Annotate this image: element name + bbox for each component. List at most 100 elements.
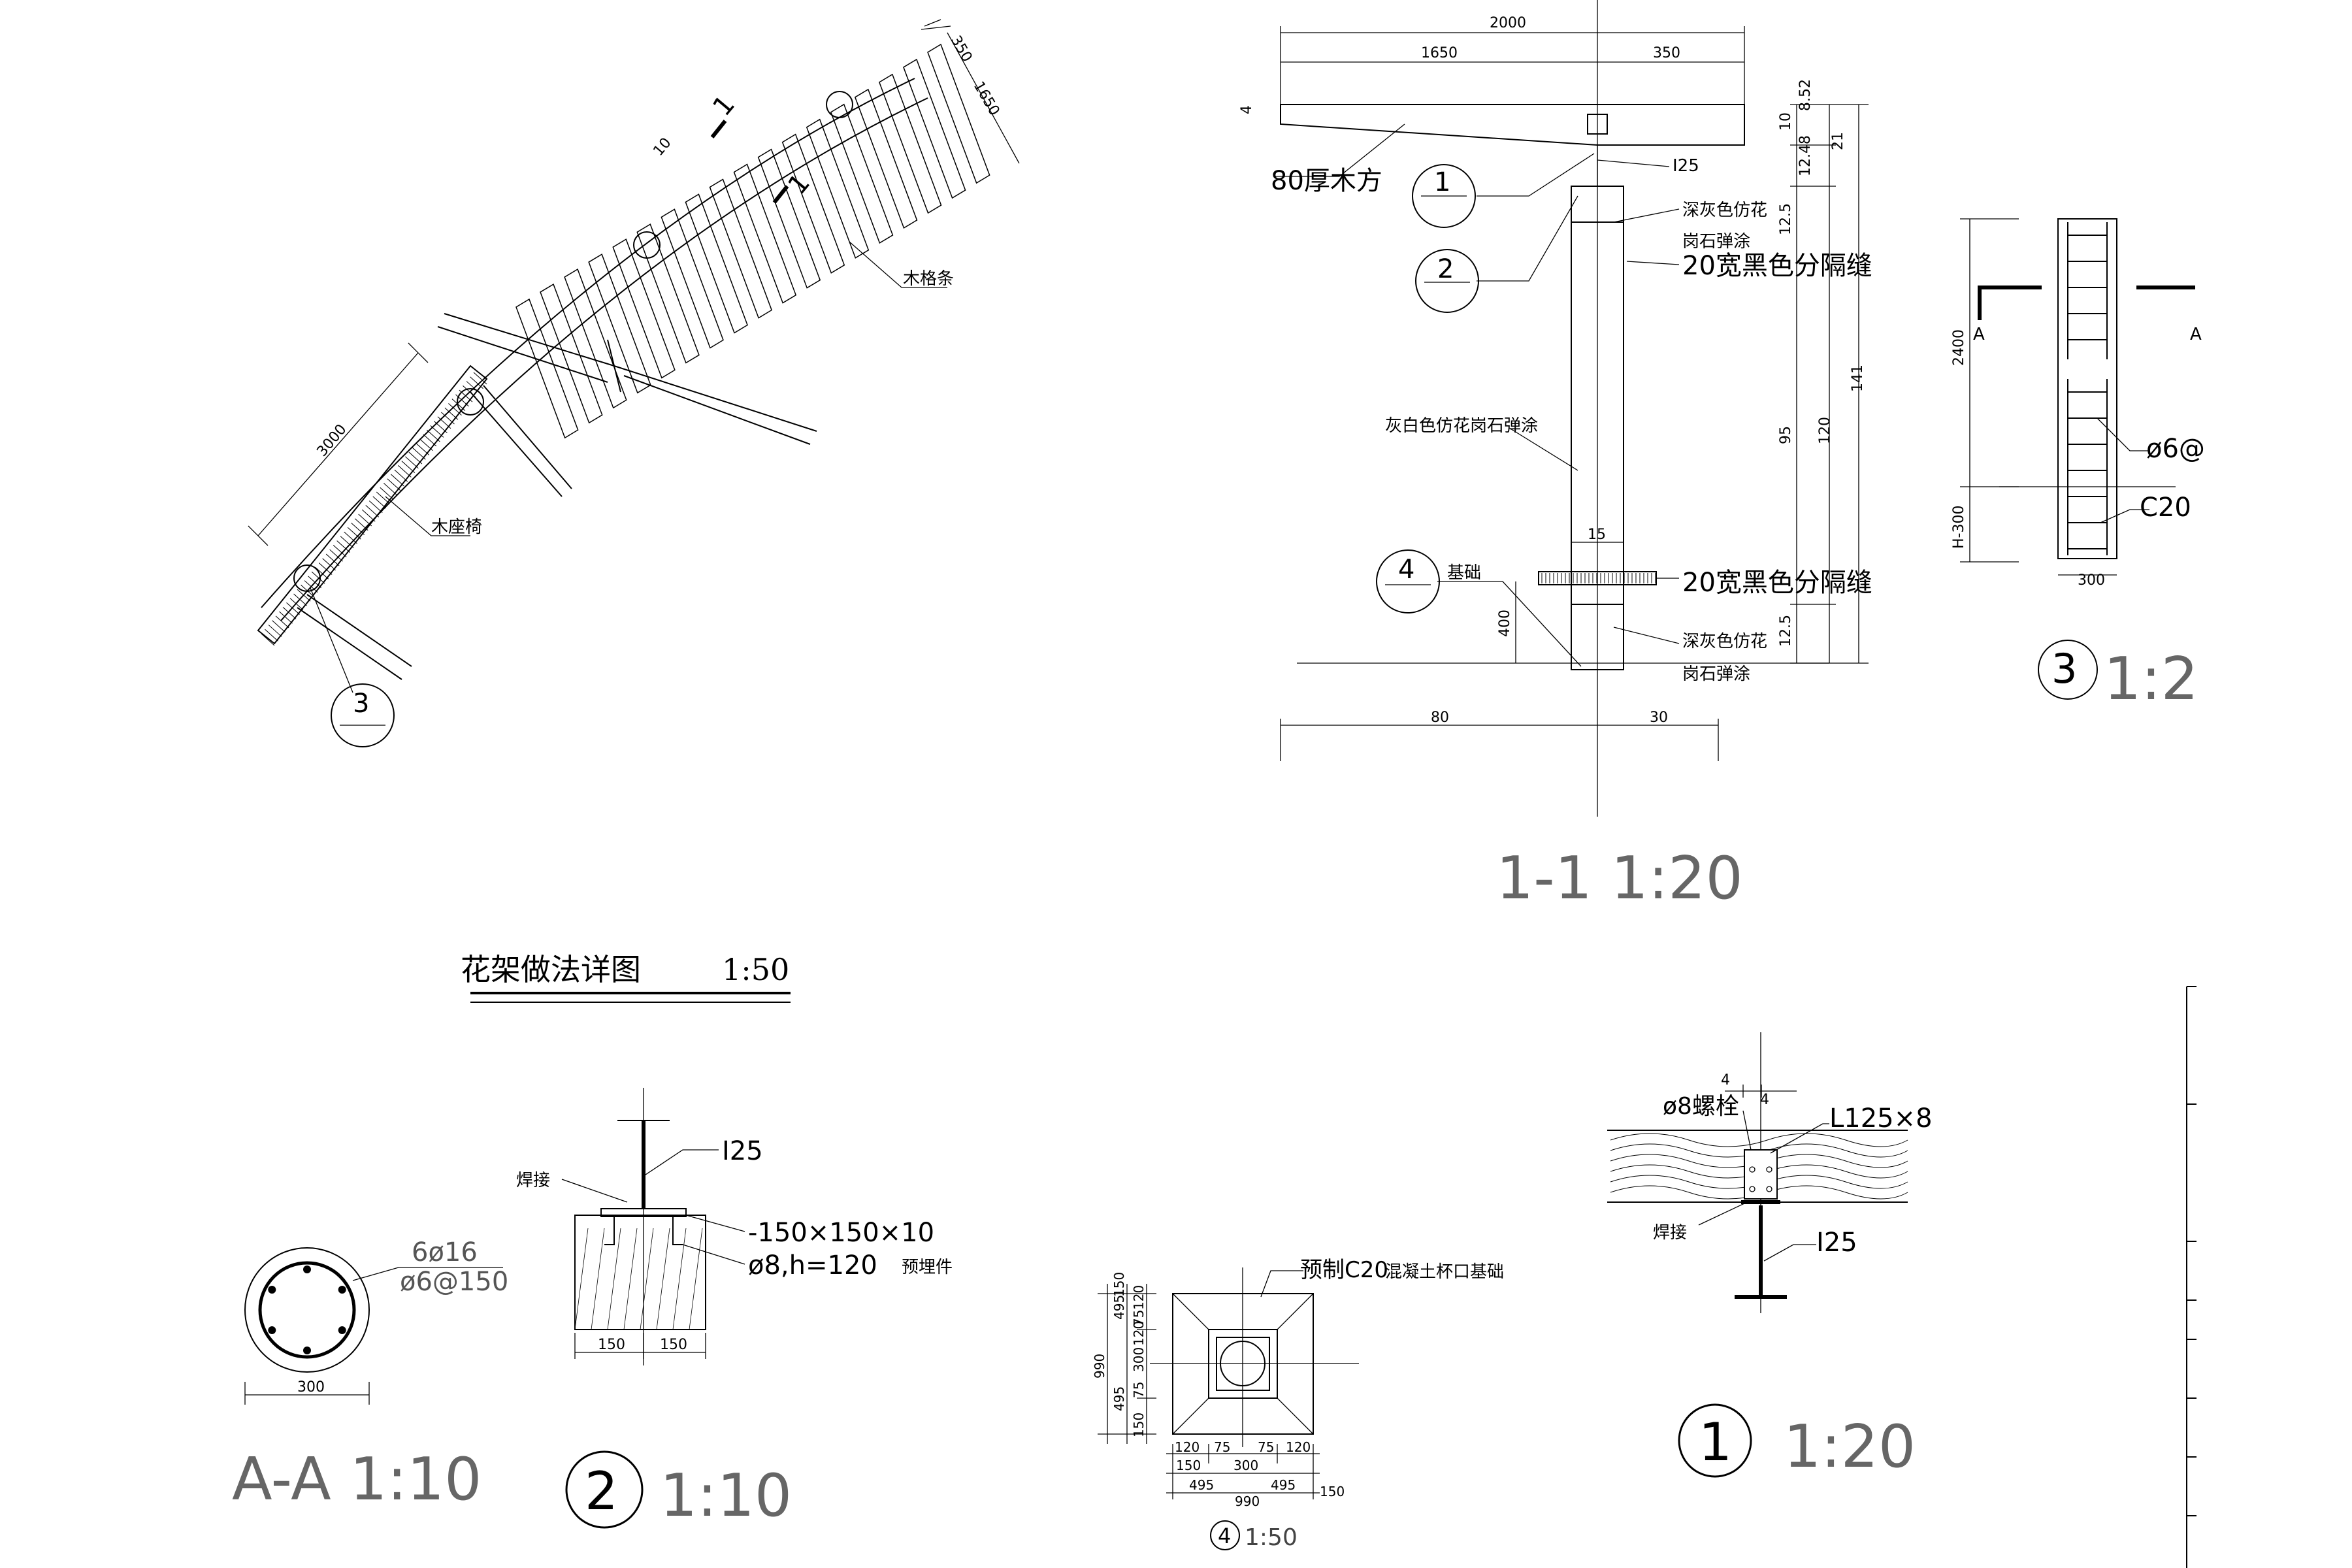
right-dim-value: 12.5: [1778, 615, 1794, 647]
plan-column-3: [633, 231, 661, 259]
plan-beam-arc-outer: [261, 78, 915, 608]
dim-1650: 1650: [1421, 45, 1458, 61]
bench-hatch-line: [333, 545, 347, 557]
detail-4-bottom-dim: 120: [1175, 1439, 1200, 1455]
detail-4-centerlines: [1150, 1267, 1359, 1447]
detail-4-label-cup: 预制C20: [1300, 1257, 1388, 1283]
detail-3-dim-h300: H-300: [1951, 506, 1967, 549]
dark-granite-2-leader: [1613, 627, 1680, 644]
bench-hatch-line: [394, 469, 408, 482]
detail-2-scale: 1:10: [660, 1462, 792, 1530]
concrete-hatch-line: [607, 1228, 621, 1330]
dim-400: 400: [1497, 610, 1513, 637]
main-title: 花架做法详图: [461, 952, 641, 987]
label-joint-2: 20宽黑色分隔缝: [1682, 568, 1872, 598]
callout-1: 1: [1434, 167, 1450, 197]
callout-4-leader: [1437, 581, 1582, 667]
detail-4-bottom-dim: 300: [1233, 1458, 1258, 1473]
detail-4-callout: 4: [1218, 1524, 1231, 1548]
detail-3-label-a-right: A: [2190, 325, 2202, 344]
right-dim-value: 141: [1850, 365, 1866, 392]
a-a-rebar-dot: [338, 1326, 346, 1334]
detail-2-anchor-left: [604, 1217, 615, 1245]
plan-dim-350: 350: [947, 33, 975, 65]
detail-1-bolt-2: [1766, 1166, 1772, 1173]
timber-leader: [1274, 123, 1405, 177]
detail-4-bottom-dim: 120: [1286, 1439, 1311, 1455]
detail-1-callout: 1: [1699, 1412, 1732, 1473]
detail-4-bottom-dim: 495: [1189, 1477, 1214, 1493]
detail-3-callout: 3: [2051, 645, 2077, 693]
callout-4-circle: [1376, 549, 1440, 613]
plan-callout-3-leader: [310, 587, 353, 693]
a-a-title: A-A 1:10: [232, 1445, 482, 1514]
detail-4-left-dim: 150: [1111, 1272, 1127, 1297]
concrete-hatch-line: [672, 1228, 687, 1330]
bench-hatch-line: [308, 576, 321, 589]
detail-3-label-c20: C20: [2140, 493, 2191, 523]
detail-4-left-dim: 120: [1131, 1321, 1147, 1346]
callout-2: 2: [1437, 254, 1454, 284]
right-dim-value: 8.52: [1797, 79, 1814, 111]
a-a-rebar-dot: [303, 1347, 311, 1354]
bench-hatch-line: [361, 509, 376, 522]
plan-dim-3000: 3000: [314, 421, 350, 460]
concrete-hatch-line: [591, 1228, 605, 1330]
dim-4: 4: [1239, 105, 1255, 114]
wood-slat: [564, 269, 627, 409]
section-connector-plate: [1587, 114, 1608, 135]
bench-hatch-line: [419, 438, 433, 451]
wood-slat: [661, 208, 724, 349]
bench-hatch-line: [297, 589, 311, 602]
detail-1-label-weld: 焊接: [1653, 1223, 1687, 1243]
bench-hatch-line: [265, 629, 278, 642]
detail-1-dim-4a: 4: [1721, 1072, 1730, 1088]
plan-wall-line: [444, 313, 817, 432]
i25-leader: [1597, 159, 1670, 167]
bench-hatch-line: [387, 478, 401, 491]
right-dim-value: 12.48: [1797, 135, 1814, 176]
bench-hatch-line: [289, 598, 304, 611]
detail-1-i25-leader: [1763, 1244, 1816, 1262]
a-a-stirrup-ring: [258, 1261, 356, 1359]
bench-hatch-line: [397, 465, 412, 478]
detail-1-label-i25: I25: [1816, 1228, 1857, 1258]
dim-2000-line: [1280, 26, 1745, 105]
wood-slat: [806, 118, 870, 259]
detail-1: 4 4 ø8螺栓 L125×8 焊接 I25 1 1:20: [1607, 1032, 1933, 1481]
bench-hatch-line: [279, 611, 293, 624]
detail-2: I25 焊接 -150×150×10 ø8,h=120 预埋件 150 150 …: [516, 1088, 953, 1530]
detail-4-scale: 1:50: [1245, 1524, 1298, 1551]
detail-2-callout-circle: [565, 1450, 644, 1529]
main-title-scale: 1:50: [722, 952, 789, 987]
plan-label-wood-grid: 木格条: [903, 269, 954, 289]
detail-1-bolt-1: [1749, 1166, 1756, 1173]
right-dim-value: 95: [1778, 426, 1794, 444]
detail-3-label-a: A: [1973, 325, 1985, 344]
bench-hatch-line: [434, 421, 448, 433]
dim-bottom-line: [1280, 719, 1719, 761]
detail-1-callout-circle: [1678, 1403, 1752, 1478]
label-dark-granite-2b: 岗石弹涂: [1682, 664, 1750, 684]
plan-cut-mark-bottom-line: [772, 185, 789, 204]
detail-4-label-cup-suffix: 混凝土杯口基础: [1385, 1262, 1504, 1282]
bench-hatch-line: [286, 602, 300, 615]
bench-hatch-line: [318, 563, 333, 575]
detail-2-anchor-right: [672, 1217, 683, 1245]
detail-3-label-rebar: ø6@: [2146, 434, 2205, 464]
bench-hatch-line: [408, 451, 423, 465]
bench-hatch-line: [358, 514, 372, 527]
bench-hatch-line: [437, 416, 451, 429]
bench-hatch-line: [336, 540, 351, 553]
right-dim-lines: [1790, 104, 1869, 664]
detail-4-left-dim-lines: [1098, 1284, 1156, 1444]
wood-grid-leader: [849, 241, 947, 288]
plan-cut-mark-bottom: 1: [782, 168, 816, 200]
detail-2-dim-line: [574, 1333, 706, 1359]
detail-1-bolt-3: [1749, 1186, 1756, 1192]
plan-view: 1 1 350 1650 10 3000 木格条 木座椅 3: [248, 19, 1020, 747]
label-i25: I25: [1673, 156, 1699, 176]
bench-hatch-line: [275, 615, 289, 629]
